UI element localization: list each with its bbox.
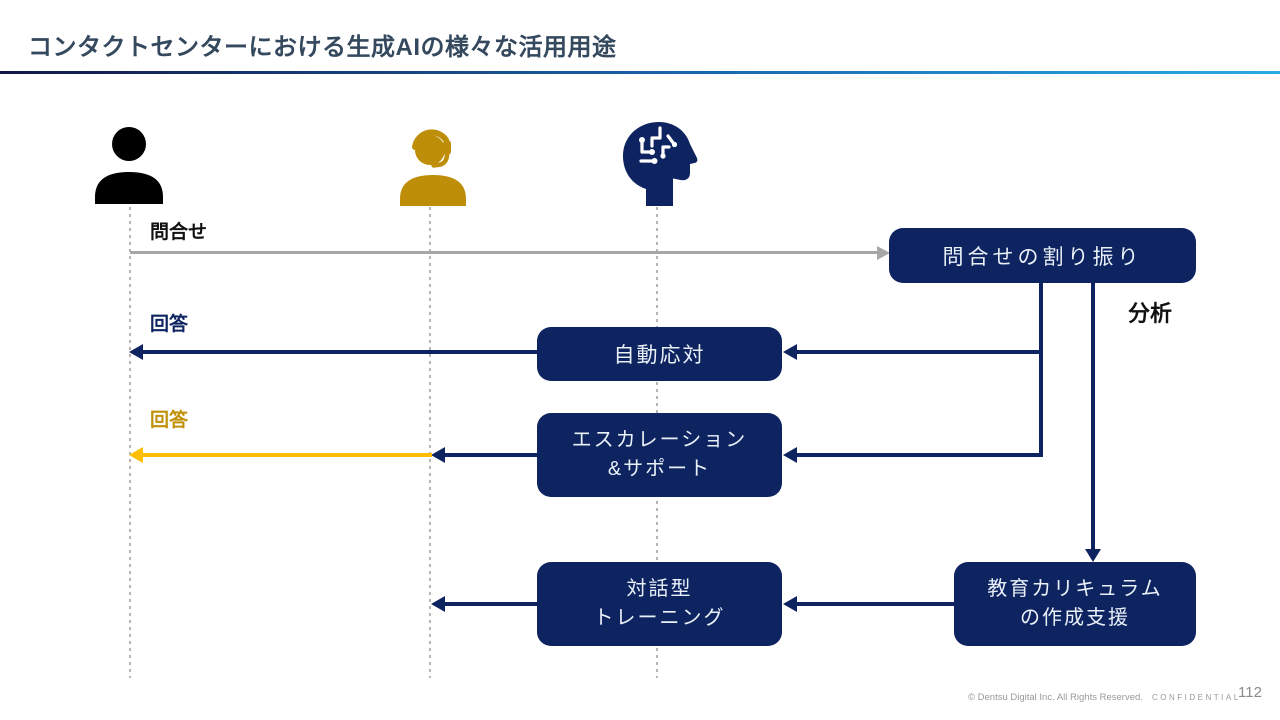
agent-headset-icon bbox=[396, 122, 470, 206]
escalation-box-line2: &サポート bbox=[607, 458, 712, 480]
inquiry-arrow-line bbox=[130, 251, 877, 254]
escalation-to-agent-line bbox=[445, 453, 537, 457]
copyright-text: © Dentsu Digital Inc. All Rights Reserve… bbox=[968, 692, 1143, 703]
routing-to-auto-arrowhead bbox=[783, 344, 797, 360]
training-box-line1: 対話型 bbox=[626, 578, 693, 600]
ai-brain-head-icon bbox=[616, 116, 704, 206]
auto-response-box-label: 自動応対 bbox=[613, 344, 706, 367]
inquiry-label: 問合せ bbox=[150, 222, 208, 243]
answer-label-agent: 回答 bbox=[150, 410, 189, 431]
routing-branch-line bbox=[1039, 283, 1043, 457]
escalation-box-line1: エスカレーション bbox=[571, 429, 748, 451]
inquiry-arrowhead bbox=[877, 246, 890, 260]
escalation-box: エスカレーション &サポート bbox=[537, 413, 782, 497]
analysis-line bbox=[1091, 283, 1095, 549]
routing-box-label: 問合せの割り振り bbox=[942, 245, 1143, 269]
person-icon bbox=[90, 122, 168, 204]
page-number: 112 bbox=[1238, 684, 1262, 701]
curriculum-box: 教育カリキュラム の作成支援 bbox=[954, 562, 1196, 646]
page-title: コンタクトセンターにおける生成AIの様々な活用用途 bbox=[28, 34, 617, 61]
agent-lifeline bbox=[429, 207, 431, 678]
training-to-agent-line bbox=[445, 602, 537, 606]
routing-to-escalation-arrowhead bbox=[783, 447, 797, 463]
routing-box: 問合せの割り振り bbox=[889, 228, 1196, 283]
curriculum-box-line1: 教育カリキュラム bbox=[987, 578, 1163, 600]
answer-arrow-ai-line bbox=[143, 350, 537, 354]
analysis-label: 分析 bbox=[1128, 301, 1173, 326]
curriculum-to-training-arrowhead bbox=[783, 596, 797, 612]
routing-to-auto-line bbox=[797, 350, 1039, 354]
curriculum-to-training-line bbox=[797, 602, 954, 606]
analysis-arrowhead bbox=[1085, 549, 1101, 562]
confidential-label: CONFIDENTIAL bbox=[1152, 693, 1241, 702]
training-box: 対話型 トレーニング bbox=[537, 562, 782, 646]
curriculum-box-line2: の作成支援 bbox=[1020, 607, 1130, 629]
title-underline bbox=[0, 71, 1280, 74]
answer-label-ai: 回答 bbox=[150, 314, 189, 335]
training-box-line2: トレーニング bbox=[593, 607, 726, 629]
answer-arrow-agent-arrowhead bbox=[129, 447, 143, 463]
customer-lifeline bbox=[129, 207, 131, 678]
auto-response-box: 自動応対 bbox=[537, 327, 782, 381]
answer-arrow-ai-arrowhead bbox=[129, 344, 143, 360]
routing-to-escalation-line bbox=[797, 453, 1039, 457]
answer-arrow-agent-line bbox=[143, 453, 432, 457]
training-to-agent-arrowhead bbox=[431, 596, 445, 612]
escalation-to-agent-arrowhead bbox=[431, 447, 445, 463]
